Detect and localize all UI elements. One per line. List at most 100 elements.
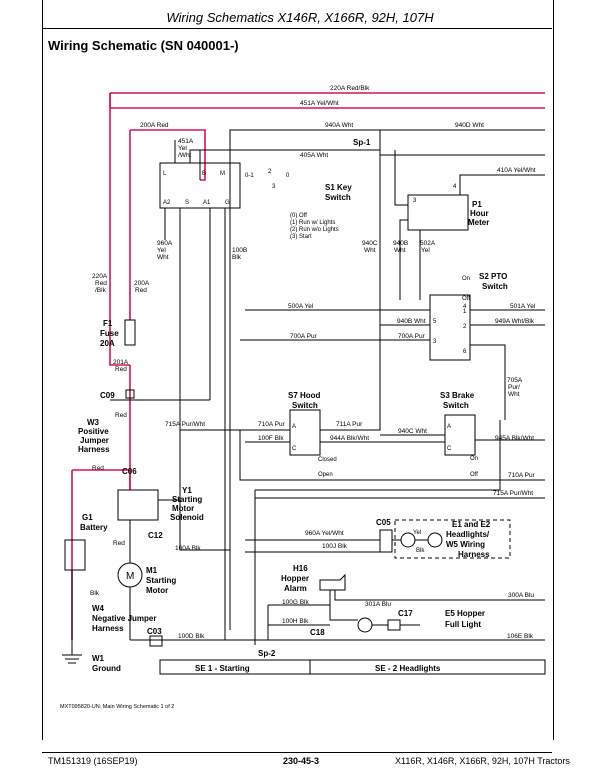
wire-label: 715A Pur/Wht [165,421,205,428]
hood-pin-c: C [292,446,297,452]
w4-name: W4 [92,604,105,613]
wire-label: Wht [157,254,169,261]
wire-label: 451A Yel/Wht [300,100,339,107]
wire-label: Blk [90,590,100,597]
wire-label: 940C [362,240,378,247]
wire-label: 705A [507,377,523,384]
hood-open: Open [318,472,333,478]
wire-labels: 220A Red/Blk 451A Yel/Wht 940A Wht 940D … [90,85,536,640]
wire-label: 711A Pur [336,421,363,428]
hood-pin-a: A [292,424,296,430]
section-se1: SE 1 - Starting [195,664,250,673]
meter-pin-3: 3 [413,198,417,204]
pto-pin-1: 1 [463,309,467,315]
key-state-0: (0) Off [290,213,307,219]
fuse-name3: 20A [100,339,115,348]
wire-label: /Wht [178,152,192,159]
key-pin-a2: A2 [163,200,171,206]
wire-label: 940B [393,240,408,247]
motor-name3: Motor [146,586,168,595]
footer-right: X116R, X146R, X166R, 92H, 107H Tractors [395,756,570,766]
power-wires [71,92,545,640]
wire-label: 106E Blk [507,633,534,640]
hopper-alarm-name3: Alarm [284,584,307,593]
battery-name: G1 [82,513,93,522]
hour-meter-name3: Meter [468,218,489,227]
small-component-text: (0) Off (1) Run w/ Lights (2) Run w/o Li… [60,169,478,710]
pto-pin-6: 6 [463,349,467,355]
hood-switch-name: S7 Hood [288,391,321,400]
hopper-light-name: E5 Hopper [445,609,485,618]
wire-label: 300A Blu [508,592,534,599]
wire-label: 100B [232,247,247,254]
lamp-blk: Blk [416,548,425,554]
wire-label: 710A Pur [258,421,286,428]
w4-name2: Negative Jumper [92,614,156,623]
key-pos-0: 0 [286,173,290,179]
solenoid-name3: Motor [172,504,194,513]
hopper-alarm-name: H16 [293,564,308,573]
wire-label: Yel [178,145,187,152]
component-labels: Sp-1 S1 Key Switch P1 Hour Meter S2 PTO … [78,138,508,673]
key-state-2: (2) Run w/o Lights [290,227,339,233]
motor-name: M1 [146,566,158,575]
wire-label: 100A Blk [175,545,201,552]
section-se2: SE - 2 Headlights [375,664,441,673]
pto-pin-2: 2 [463,324,467,330]
wire-label: 301A Blu [365,601,391,608]
connector-c17: C17 [398,609,413,618]
wire-label: 502A [420,240,436,247]
brake-switch-name: S3 Brake [440,391,475,400]
wire-label: 940C Wht [398,428,427,435]
motor-symbol: M [126,571,134,582]
figure-reference: MXT095820-UN: Main Wiring Schematic 1 of… [60,704,174,710]
hour-meter-name2: Hour [470,209,489,218]
pto-on: On [462,276,470,282]
hopper-alarm-name2: Hopper [281,574,309,583]
wire-label: 100G Blk [282,599,309,606]
hood-switch-box [289,409,321,456]
pto-pin-5: 5 [433,319,437,325]
solenoid-box [117,489,159,521]
header-rule [42,28,552,29]
motor-name2: Starting [146,576,176,585]
key-pin-l: L [163,171,167,177]
wire-label: Red [115,366,127,373]
wire-label: 700A Pur [290,333,318,340]
key-pin-g: G [225,200,230,206]
wire-label: 960A Yel/Wht [305,530,344,537]
footer-page-number: 230-45-3 [283,756,320,766]
headlights-name4: Harness [458,550,490,559]
splice-sp1-label: Sp-1 [353,138,371,147]
wire-label: 201A [113,359,129,366]
wire-label: 405A Wht [300,152,328,159]
pto-pin-3: 3 [433,339,437,345]
schematic-title: Wiring Schematic (SN 040001-) [48,38,239,53]
connector-c06: C06 [122,467,137,476]
solenoid-name2: Starting [172,495,202,504]
wire-label: Wht [394,247,406,254]
brake-switch-name2: Switch [443,401,469,410]
w3-name: W3 [87,418,100,427]
wire-label: 945A Blk/Wht [495,435,534,442]
brake-on: On [470,456,478,462]
wire-label: Wht [508,391,520,398]
key-pin-m: M [220,171,225,177]
solenoid-name: Y1 [182,486,192,495]
wire-label: Yel [421,247,430,254]
w4-name3: Harness [92,624,124,633]
wire-label: 700A Pur [398,333,426,340]
hour-meter-name: P1 [472,200,482,209]
headlights-name: E1 and E2 [452,520,491,529]
wire-label: Yel [157,247,166,254]
wire-label: Red [92,465,104,472]
key-pos-3: 3 [272,184,276,190]
wire-label: 451A [178,138,194,145]
wire-label: 944A Blk/Wht [330,435,369,442]
wire-label: Red [95,280,107,287]
wire-label: Red [115,412,127,419]
brake-pin-a: A [447,424,451,430]
w3-name4: Harness [78,445,110,454]
brake-pin-c: C [447,446,452,452]
